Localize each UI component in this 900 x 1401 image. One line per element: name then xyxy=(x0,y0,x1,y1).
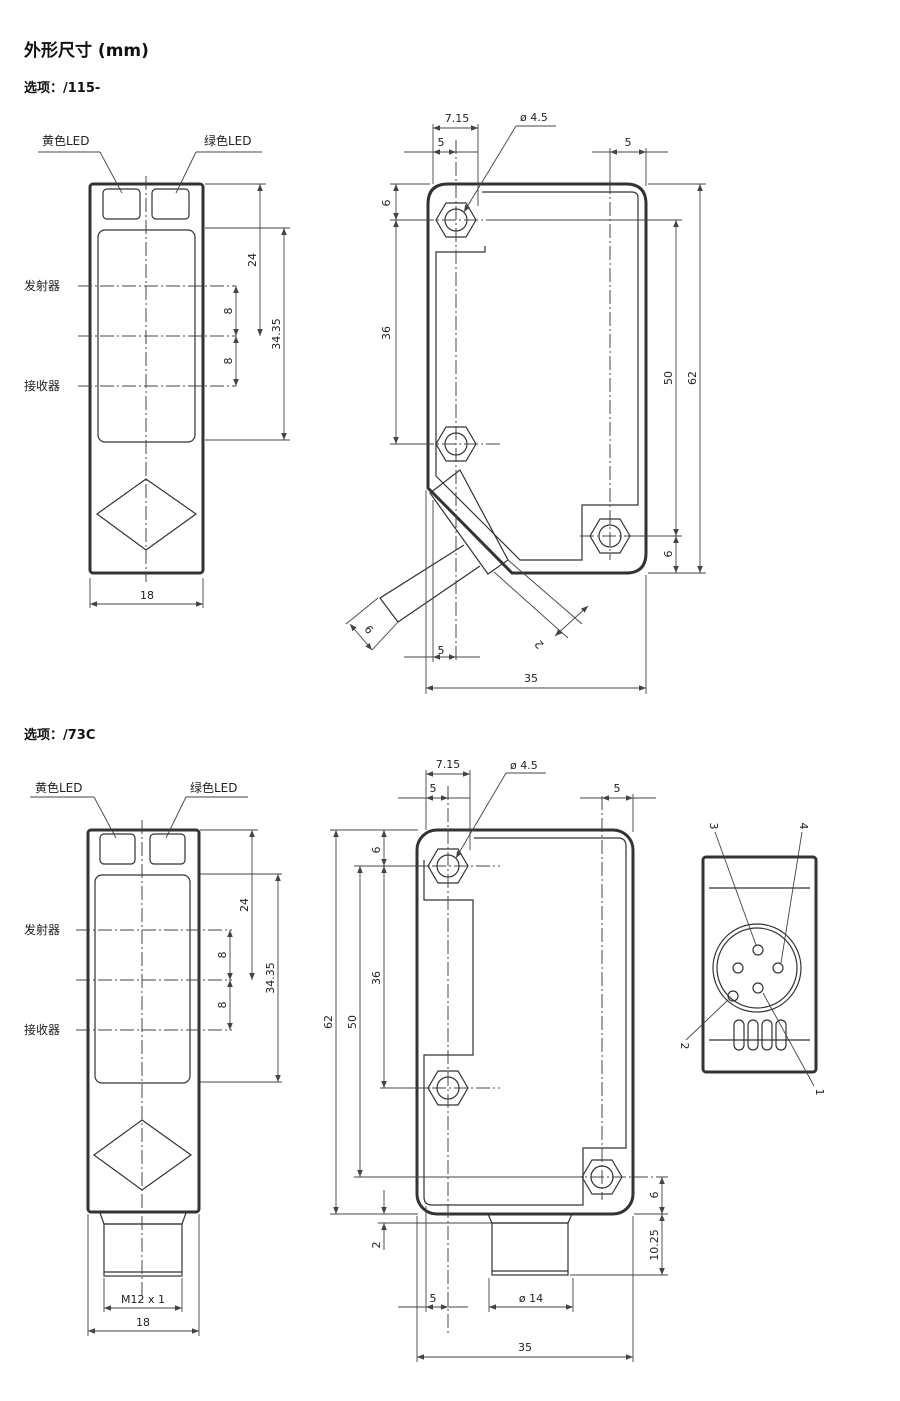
page-title: 外形尺寸 (mm) xyxy=(24,41,149,61)
dim-label: 18 xyxy=(136,1316,150,1329)
front-view-115 xyxy=(38,151,290,608)
dim-label: 18 xyxy=(140,589,154,602)
dim-label: ø 4.5 xyxy=(510,759,538,772)
dim-label: 35 xyxy=(524,672,538,685)
pin-label: 4 xyxy=(797,823,810,830)
dim-label: 36 xyxy=(370,971,383,985)
dim-label: 5 xyxy=(430,782,437,795)
front-view-73c xyxy=(30,796,282,1336)
connector-end-view xyxy=(685,831,818,1087)
dim-label: 6 xyxy=(662,551,675,558)
dim-label: 5 xyxy=(430,1292,437,1305)
pin-label: 1 xyxy=(813,1089,826,1096)
dim-label: 7.15 xyxy=(445,112,470,125)
dim-label: 34.35 xyxy=(270,318,283,350)
dim-label: 8 xyxy=(216,1002,229,1009)
dim-label: 50 xyxy=(346,1015,359,1029)
dim-label: 24 xyxy=(246,253,259,267)
receiver-label: 接收器 xyxy=(24,1022,60,1037)
yellow-led-label: 黄色LED xyxy=(35,781,83,795)
dim-label: 6 xyxy=(370,847,383,854)
dim-label: 35 xyxy=(518,1341,532,1354)
side-view-115 xyxy=(345,124,706,694)
dim-label: 5 xyxy=(625,136,632,149)
dim-label: 50 xyxy=(662,371,675,385)
dim-label: 36 xyxy=(380,326,393,340)
dim-label: 5 xyxy=(438,136,445,149)
pin-label: 2 xyxy=(678,1043,691,1050)
dim-label: 2 xyxy=(532,637,546,651)
dim-label: 6 xyxy=(380,200,393,207)
pin-label: 3 xyxy=(707,823,720,830)
dim-label: 8 xyxy=(216,952,229,959)
side-view-73c xyxy=(330,770,668,1362)
option-73c-label: 选项：/73C xyxy=(24,728,96,743)
green-led-label: 绿色LED xyxy=(190,780,238,795)
dim-label: 62 xyxy=(322,1015,335,1029)
dim-label: M12 x 1 xyxy=(121,1293,165,1306)
dim-label: 6 xyxy=(361,623,375,637)
dim-label: 2 xyxy=(370,1242,383,1249)
dim-label: 8 xyxy=(222,308,235,315)
option-115-label: 选项：/115- xyxy=(24,81,101,96)
dim-label: 34.35 xyxy=(264,962,277,994)
dim-label: 10.25 xyxy=(648,1229,661,1261)
dim-label: ø 4.5 xyxy=(520,111,548,124)
dim-label: 5 xyxy=(438,644,445,657)
dim-label: 62 xyxy=(686,371,699,385)
dim-label: 7.15 xyxy=(436,758,461,771)
dim-label: ø 14 xyxy=(519,1292,543,1305)
dim-label: 5 xyxy=(614,782,621,795)
green-led-label: 绿色LED xyxy=(204,133,252,148)
yellow-led-label: 黄色LED xyxy=(42,134,90,148)
receiver-label: 接收器 xyxy=(24,378,60,393)
dim-label: 24 xyxy=(238,898,251,912)
dim-label: 8 xyxy=(222,358,235,365)
emitter-label: 发射器 xyxy=(24,278,60,293)
dim-label: 6 xyxy=(648,1192,661,1199)
emitter-label: 发射器 xyxy=(24,922,60,937)
